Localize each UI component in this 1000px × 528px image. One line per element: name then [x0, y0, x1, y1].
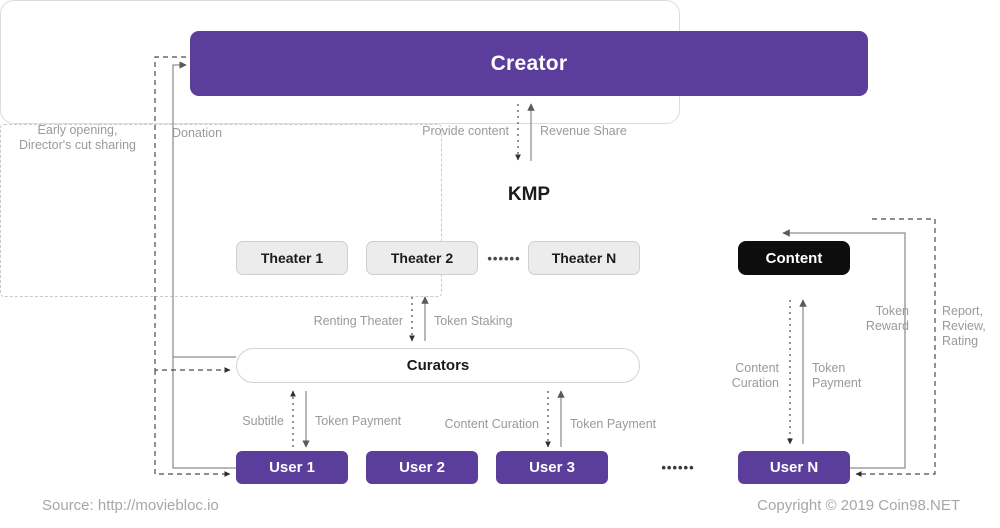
user-1-label: User 1 [269, 459, 315, 476]
node-curators[interactable]: Curators [236, 348, 640, 383]
node-theater-n[interactable]: Theater N [528, 241, 640, 275]
edge-label-revenue-share: Revenue Share [540, 124, 627, 138]
theater-2-label: Theater 2 [390, 250, 454, 266]
theater-1-label: Theater 1 [260, 250, 324, 266]
edge-label-token-payment-mid: Token Payment [570, 417, 657, 431]
curators-label: Curators [406, 357, 470, 374]
kmp-label: KMP [507, 184, 551, 205]
user-2-label: User 2 [399, 459, 445, 476]
user-ellipsis-label: •••••• [661, 460, 695, 475]
user-ellipsis: •••••• [655, 451, 701, 484]
edge-label-content-curation-right: Content Curation [731, 361, 779, 390]
edge-label-renting-theater: Renting Theater [313, 314, 403, 328]
edge-label-provide-content: Provide content [422, 124, 509, 138]
theater-ellipsis: •••••• [486, 241, 522, 275]
edge-label-content-curation-mid: Content Curation [444, 417, 539, 431]
footer-source: Source: http://moviebloc.io [42, 497, 219, 514]
node-user-n[interactable]: User N [738, 451, 850, 484]
node-theater-1[interactable]: Theater 1 [236, 241, 348, 275]
theater-group-dashed-boundary [0, 124, 442, 297]
node-content[interactable]: Content [738, 241, 850, 275]
node-theater-2[interactable]: Theater 2 [366, 241, 478, 275]
node-user-1[interactable]: User 1 [236, 451, 348, 484]
edge-label-token-staking: Token Staking [434, 314, 513, 328]
node-user-3[interactable]: User 3 [496, 451, 608, 484]
creator-label: Creator [490, 51, 568, 75]
edge-label-token-reward: Token Reward [865, 304, 909, 333]
content-label: Content [765, 249, 823, 267]
edge-label-donation: Donation [172, 126, 223, 140]
user-n-label: User N [769, 459, 819, 476]
node-creator[interactable]: Creator [190, 31, 868, 96]
user-3-label: User 3 [529, 459, 575, 476]
node-user-2[interactable]: User 2 [366, 451, 478, 484]
footer-copyright: Copyright © 2019 Coin98.NET [757, 497, 960, 514]
kmp-title: KMP [190, 182, 868, 208]
edge-label-subtitle: Subtitle [242, 414, 284, 428]
edge-label-report-review-rating: Report, Review, Rating [942, 304, 986, 348]
edge-label-early-opening: Early opening, Director's cut sharing [18, 123, 136, 152]
edge-label-token-payment-left: Token Payment [315, 414, 402, 428]
theater-ellipsis-label: •••••• [487, 250, 521, 266]
theater-n-label: Theater N [551, 250, 617, 266]
edge-label-token-payment-right: Token Payment [812, 361, 862, 390]
